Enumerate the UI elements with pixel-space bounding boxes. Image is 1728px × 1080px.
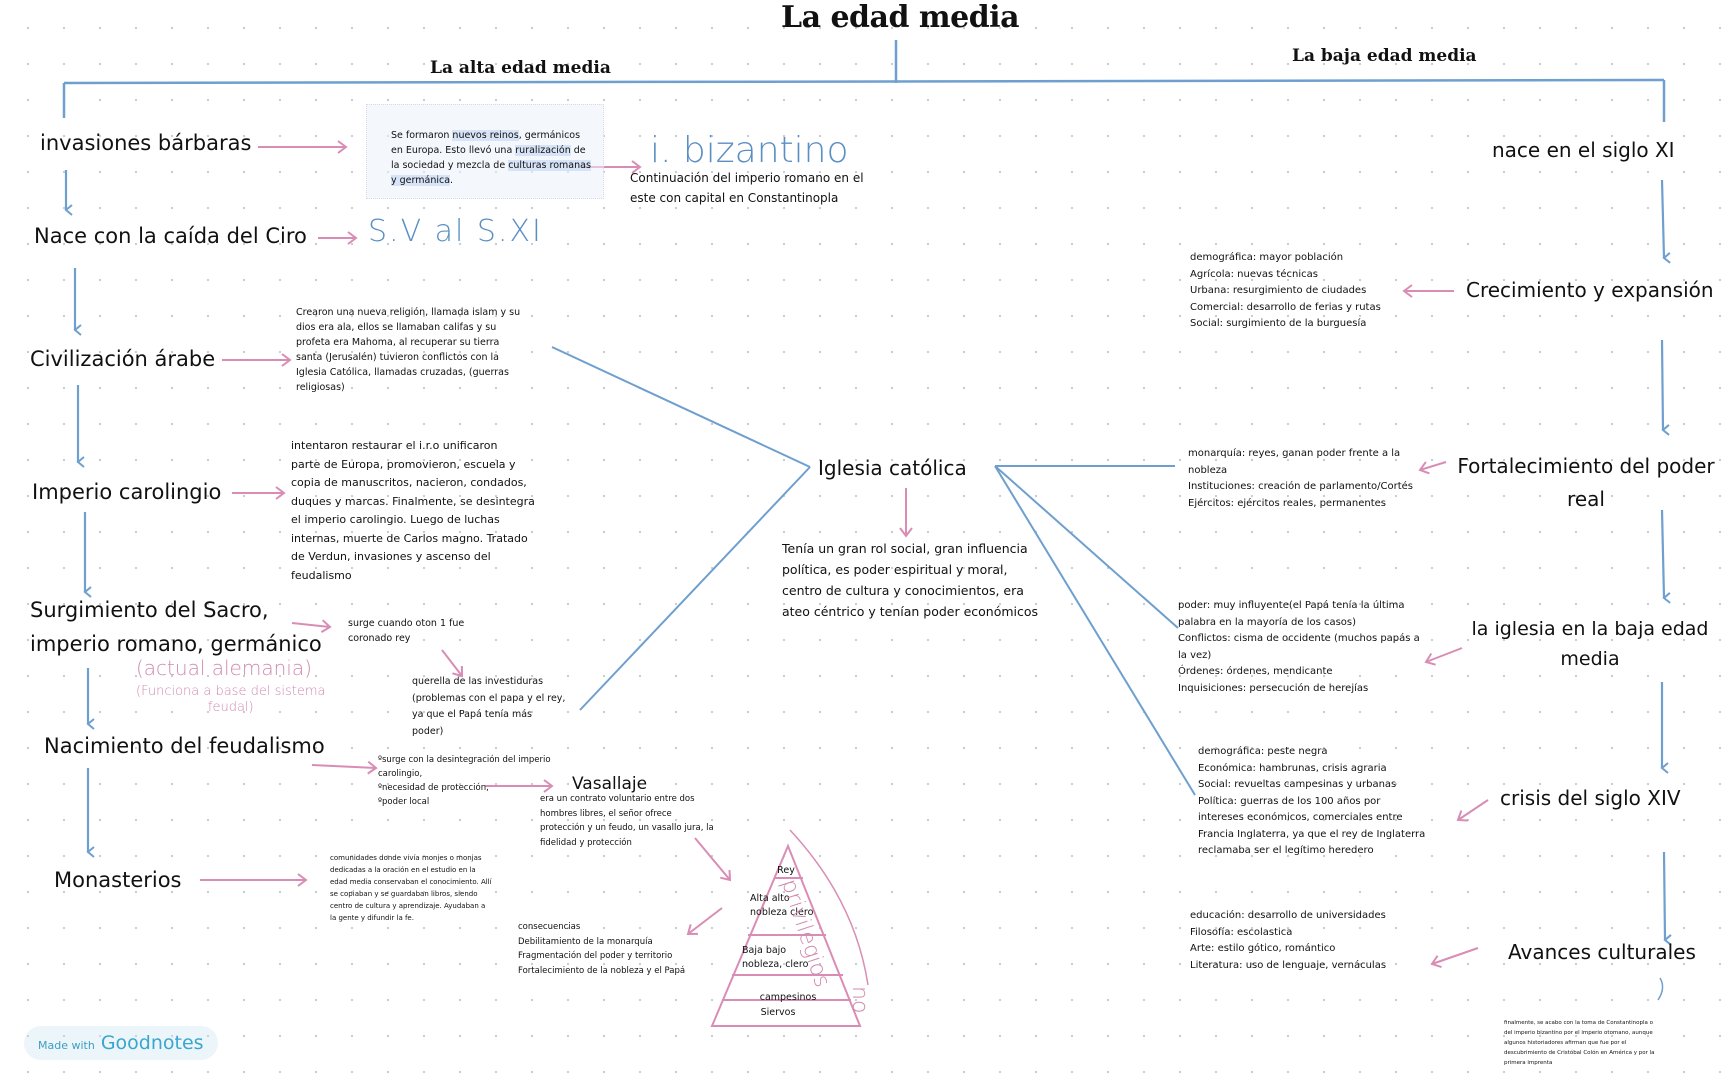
pyramid-rey: Rey [777,865,795,876]
node-nace-siglo-xi: nace en el siglo XI [1492,138,1675,162]
note-feudalismo: ºsurge con la desintegración del imperio… [378,755,551,807]
hand-siglos: S.V al S.XI [368,214,543,249]
note-invasiones-card: Se formaron nuevos reinos, germánicos en… [366,104,604,199]
note-fortalecimiento: monarquía: reyes, ganan poder frente a l… [1188,448,1413,509]
badge-made-with: Made with [38,1039,95,1052]
note-iglesia-baja: poder: muy influyente(el Papá tenía la ú… [1178,600,1420,694]
note-crecimiento: demográfica: mayor población Agrícola: n… [1190,252,1381,329]
period-alta-label: La alta edad media [430,58,611,78]
hand-no: no [847,986,872,1014]
node-avances-culturales: Avances culturales [1508,940,1696,964]
note-vasallaje: era un contrato voluntario entre dos hom… [540,794,714,848]
note-arabe: Crearon una nueva religión, llamada isla… [296,307,521,393]
node-sacro-line1: Surgimiento del Sacro, [30,598,269,622]
highlight-ruralizacion: ruralización [515,145,571,156]
page-title: La edad media [780,0,1020,35]
pyramid-siervos: Siervos [760,1007,796,1018]
note-consecuencias: consecuencias Debilitamiento de la monar… [518,922,686,976]
note-monasterios: comunidades donde vivía monjes o monjas … [330,854,492,922]
node-iglesia-catolica: Iglesia católica [818,456,967,480]
node-invasiones-barbaras: invasiones bárbaras [40,131,252,155]
note-crisis: demográfica: peste negra Económica: hamb… [1198,746,1426,856]
node-fortalecimiento-poder-real: Fortalecimiento del poder real [1457,454,1715,511]
vasallaje-title: Vasallaje [572,774,648,794]
node-civilizacion-arabe: Civilización árabe [30,347,216,371]
note-bizantino: Continuación del imperio romano en el es… [630,171,864,205]
node-crecimiento-expansion: Crecimiento y expansión [1466,278,1714,302]
badge-brand: Goodnotes [100,1032,204,1054]
hand-bizantino: i. bizantino [650,130,849,171]
node-imperio-carolingio: Imperio carolingio [32,480,222,504]
note-carolingio: intentaron restaurar el i.r.o unificaron… [291,439,535,582]
pyramid-campesinos: campesinos [759,992,817,1003]
node-monasterios: Monasterios [54,868,182,892]
note-avances: educación: desarrollo de universidades F… [1190,910,1387,971]
note-querella: querella de las investiduras (problemas … [412,676,566,737]
hand-actual-alemania: (actual alemania) [136,656,312,680]
node-nacimiento-feudalismo: Nacimiento del feudalismo [44,734,325,758]
pyramid-alta-nobleza: Alta alto nobleza clero [750,893,814,918]
goodnotes-badge[interactable]: Made with Goodnotes [24,1026,218,1060]
hand-funciona-feudal: (Funciona a base del sistema feudal) [136,684,326,715]
highlight-nuevos-reinos: nuevos reinos [452,130,519,141]
node-sacro-line2: imperio romano, germánico [30,632,322,656]
note-iglesia-catolica: Tenía un gran rol social, gran influenci… [782,541,1039,619]
note-oton: surge cuando oton 1 fue coronado rey [348,618,465,644]
period-baja-label: La baja edad media [1292,46,1477,66]
feudal-pyramid: Rey Alta alto nobleza clero Baja bajo no… [700,840,880,1040]
node-crisis-siglo-xiv: crisis del siglo XIV [1500,786,1681,810]
pyramid-baja-nobleza: Baja bajo nobleza, clero [742,945,809,970]
note-final: finalmente, se acabo con la toma de Cons… [1504,1020,1655,1066]
node-nace-caida: Nace con la caída del Ciro [34,224,307,248]
node-iglesia-baja-edad-media: la iglesia en la baja edad media [1471,618,1709,670]
